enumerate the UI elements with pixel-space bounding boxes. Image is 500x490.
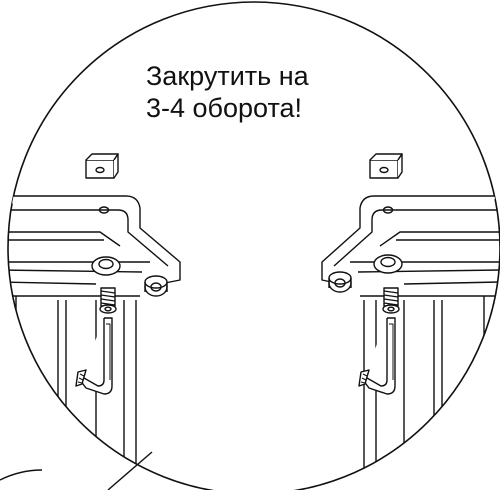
right-bracket — [369, 153, 403, 179]
right-washer — [373, 254, 403, 274]
callout-leader — [0, 451, 153, 490]
instruction-line-1: Закрутить на — [146, 61, 309, 91]
right-bolt — [382, 287, 400, 314]
right-cap-nut — [328, 271, 352, 293]
left-cap-nut — [144, 275, 168, 297]
instruction-caption: Закрутить на 3-4 оборота! — [146, 60, 406, 124]
left-allen-key — [75, 317, 113, 395]
left-washer — [91, 256, 121, 276]
instruction-line-2: 3-4 оборота! — [146, 93, 303, 123]
left-bracket — [85, 153, 119, 179]
left-bolt — [99, 287, 117, 314]
right-allen-key — [358, 317, 396, 395]
